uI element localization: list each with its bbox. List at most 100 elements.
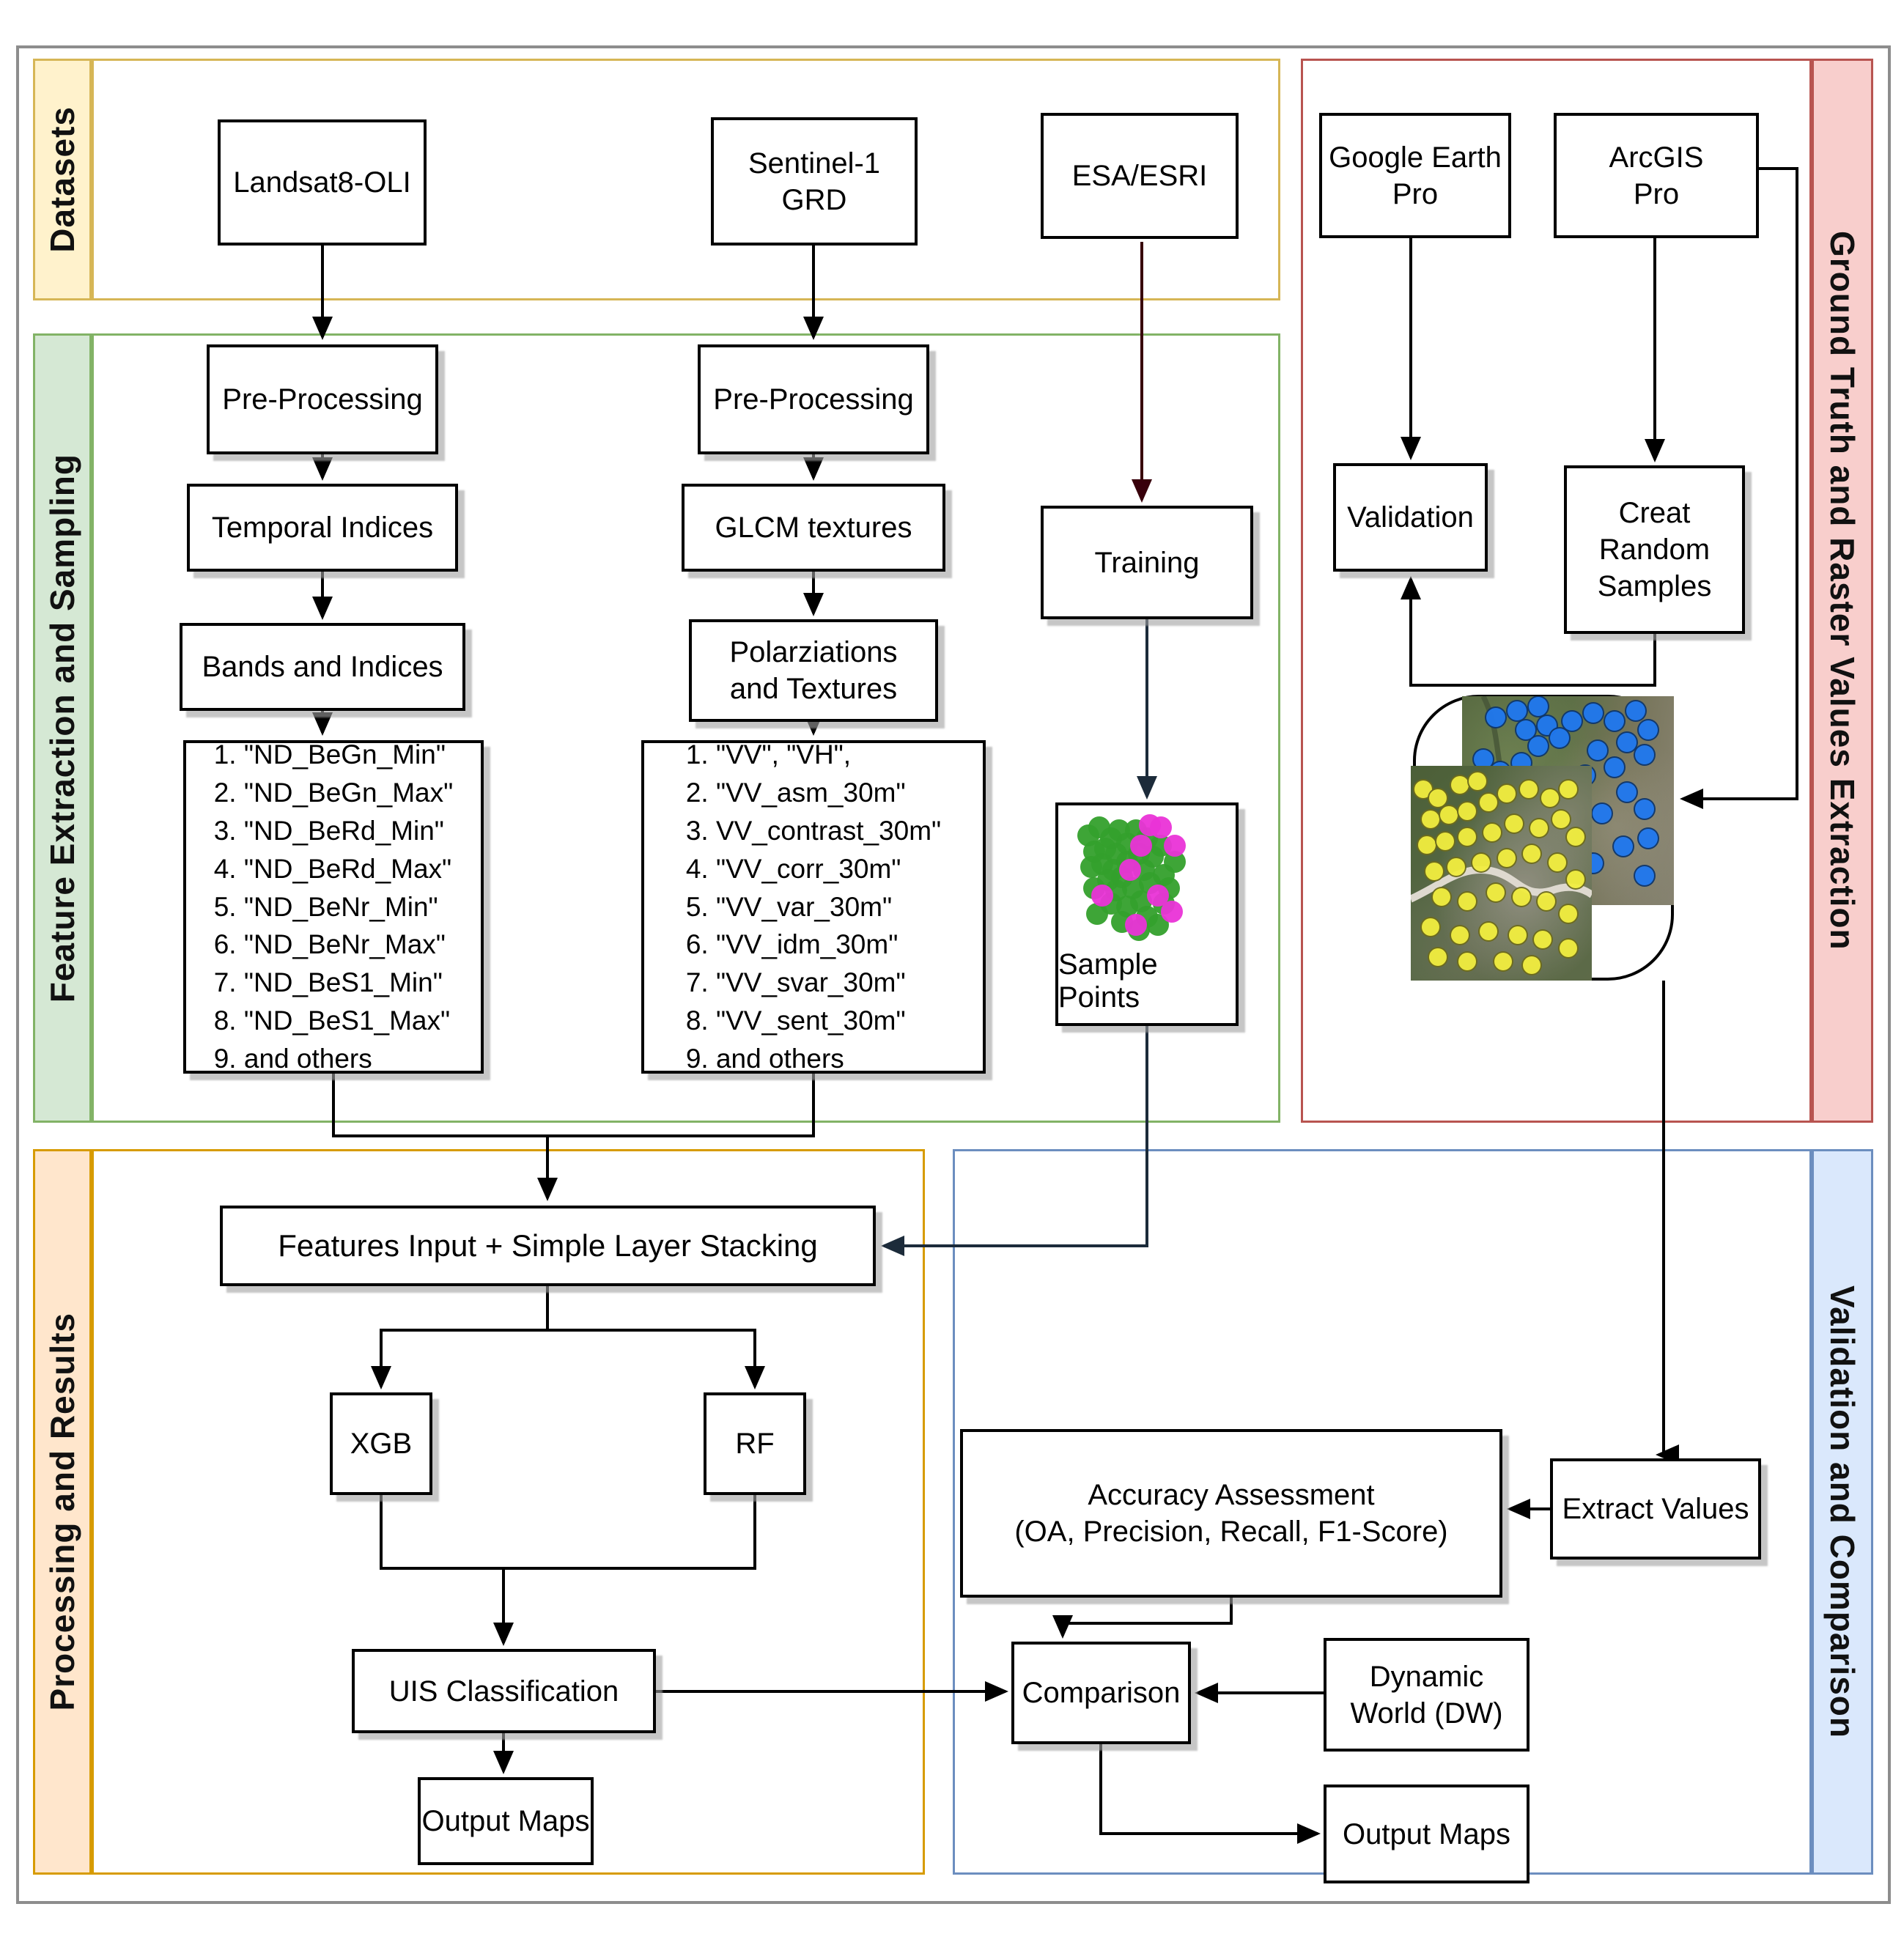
dot <box>1586 739 1609 762</box>
dot <box>1507 925 1528 946</box>
dot <box>1428 946 1449 967</box>
dot <box>1616 781 1639 804</box>
dot <box>1449 925 1470 946</box>
node-output-maps-right: Output Maps <box>1324 1785 1530 1883</box>
section-feature-extraction-frame <box>92 333 1280 1123</box>
list-item: 4. "ND_BeRd_Max" <box>213 853 452 884</box>
node-landsat: Landsat8-OLI <box>218 119 427 246</box>
dot <box>1582 701 1605 724</box>
node-preprocessing-landsat: Pre-Processing <box>207 344 438 454</box>
dot <box>1434 830 1455 852</box>
section-validation-comparison-label: Validation and Comparison <box>1823 1285 1861 1738</box>
dot <box>1085 903 1108 926</box>
node-arcgis-pro: ArcGIS Pro <box>1554 113 1759 238</box>
dot <box>1445 856 1466 877</box>
dot <box>1417 835 1438 856</box>
node-validation: Validation <box>1333 463 1488 572</box>
dot <box>1624 699 1647 722</box>
dot <box>1486 882 1507 903</box>
node-rf: RF <box>704 1392 806 1495</box>
landsat-feature-list-items: 1. "ND_BeGn_Min"2. "ND_BeGn_Max"3. "ND_B… <box>214 736 454 1077</box>
dot <box>1547 852 1568 873</box>
dot <box>1612 835 1634 858</box>
dot <box>1557 779 1579 800</box>
dot <box>1138 813 1161 836</box>
list-item: 1. "VV", "VH", <box>685 739 852 770</box>
list-item: 6. "ND_BeNr_Max" <box>213 929 446 960</box>
node-uis-classification: UIS Classification <box>352 1649 656 1733</box>
dot <box>1633 797 1656 820</box>
dot <box>1633 743 1656 766</box>
dot <box>1551 809 1571 830</box>
node-esa-esri: ESA/ESRI <box>1041 113 1239 239</box>
node-glcm-textures: GLCM textures <box>682 484 945 572</box>
dot <box>1503 813 1524 835</box>
list-item: 9. and others <box>213 1043 372 1074</box>
node-dynamic-world: Dynamic World (DW) <box>1324 1638 1530 1752</box>
dot <box>1161 900 1184 923</box>
section-ground-truth-sidebar: Ground Truth and Raster Values Extractio… <box>1812 59 1873 1123</box>
dot <box>1496 847 1517 868</box>
dot <box>1420 809 1442 830</box>
list-item: 7. "ND_BeS1_Min" <box>213 967 443 998</box>
sentinel-feature-list-items: 1. "VV", "VH",2. "VV_asm_30m"3. VV_contr… <box>686 736 941 1077</box>
list-item: 9. and others <box>685 1043 844 1074</box>
list-item: 5. "VV_var_30m" <box>685 891 893 922</box>
section-ground-truth-label: Ground Truth and Raster Values Extractio… <box>1823 231 1861 951</box>
dot <box>1478 920 1499 942</box>
dot <box>1604 710 1626 733</box>
node-training: Training <box>1041 506 1253 619</box>
dot <box>1510 886 1532 907</box>
dot <box>1428 787 1449 808</box>
section-validation-comparison-sidebar: Validation and Comparison <box>1812 1149 1873 1875</box>
node-xgb: XGB <box>330 1392 432 1495</box>
dot <box>1637 718 1660 741</box>
dot <box>1456 890 1477 912</box>
node-preprocessing-sentinel: Pre-Processing <box>698 344 929 454</box>
dot <box>1124 913 1147 936</box>
list-item: 4. "VV_corr_30m" <box>685 853 901 884</box>
dot <box>1565 826 1586 847</box>
list-item: 8. "VV_sent_30m" <box>685 1005 906 1036</box>
dot <box>1482 822 1503 843</box>
section-datasets-frame <box>92 59 1280 300</box>
dot <box>1119 858 1142 881</box>
dot <box>1485 706 1508 728</box>
dot <box>1637 827 1660 849</box>
node-sentinel-feature-list: 1. "VV", "VH",2. "VV_asm_30m"3. VV_contr… <box>641 739 986 1074</box>
node-creat-random-samples: Creat Random Samples <box>1564 465 1745 634</box>
list-item: 8. "ND_BeS1_Max" <box>213 1005 451 1036</box>
node-sample-points: Sample Points <box>1055 802 1239 1026</box>
node-sentinel: Sentinel-1 GRD <box>711 117 918 246</box>
dot <box>1130 835 1153 857</box>
dot <box>1420 916 1442 937</box>
dot <box>1604 756 1626 778</box>
dot <box>1565 869 1586 890</box>
list-item: 5. "ND_BeNr_Min" <box>213 891 438 922</box>
dot <box>1496 783 1517 805</box>
dot <box>1449 775 1470 796</box>
dot <box>1456 951 1477 972</box>
node-google-earth-pro: Google Earth Pro <box>1319 113 1511 238</box>
dot <box>1471 852 1492 873</box>
node-accuracy-assessment: Accuracy Assessment (OA, Precision, Reca… <box>960 1429 1502 1598</box>
dot <box>1492 951 1513 972</box>
dot <box>1535 714 1558 737</box>
dot <box>1540 787 1561 808</box>
sample-points-scatter <box>1077 813 1217 948</box>
list-item: 3. VV_contrast_30m" <box>685 816 942 846</box>
dot <box>1527 735 1550 758</box>
list-item: 2. "ND_BeGn_Max" <box>213 778 454 808</box>
node-bands-indices: Bands and Indices <box>180 623 465 711</box>
dot <box>1431 886 1452 907</box>
node-output-maps-left: Output Maps <box>418 1777 594 1865</box>
section-feature-extraction-sidebar: Feature Extraction and Sampling <box>33 333 92 1123</box>
section-ground-truth-frame <box>1301 59 1812 1123</box>
dot <box>1456 826 1477 847</box>
dot <box>1557 904 1579 925</box>
list-item: 6. "VV_idm_30m" <box>685 929 899 960</box>
list-item: 3. "ND_BeRd_Min" <box>213 816 444 846</box>
node-temporal-indices: Temporal Indices <box>187 484 458 572</box>
dot <box>1590 802 1613 824</box>
